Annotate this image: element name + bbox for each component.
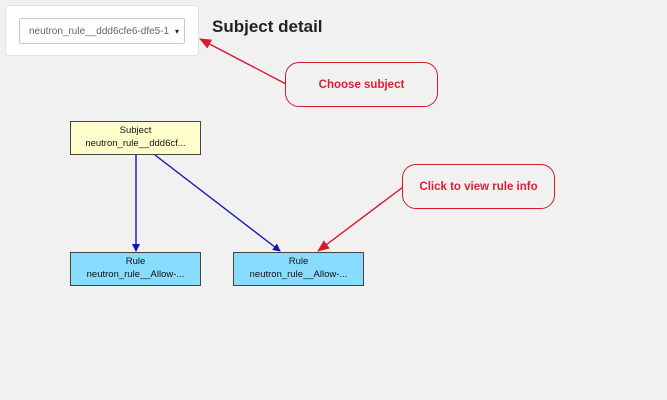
subject-select-value: neutron_rule__ddd6cfe6-dfe5-1 [29,25,170,37]
callout-choose-subject: Choose subject [285,62,438,107]
callout-view-rule-info: Click to view rule info [402,164,555,209]
rule-node-type: Rule [125,256,146,267]
rule-node-type: Rule [288,256,309,267]
chevron-down-icon: ▾ [174,26,179,36]
subject-node-name: neutron_rule__ddd6cf... [85,138,186,149]
rule-node-name: neutron_rule__Allow-... [249,269,348,280]
pointer-arrow-choose-subject [199,38,287,85]
page-title: Subject detail [212,17,323,36]
edge-subject-rule-2 [154,154,281,252]
rule-node[interactable]: Rule neutron_rule__Allow-... [233,252,364,286]
rule-node[interactable]: Rule neutron_rule__Allow-... [70,252,201,286]
subject-selector-panel: neutron_rule__ddd6cfe6-dfe5-1 ▾ [5,5,199,56]
pointer-arrow-rule-info [317,186,404,252]
subject-node-type: Subject [119,125,152,136]
subject-select[interactable]: neutron_rule__ddd6cfe6-dfe5-1 ▾ [19,18,185,44]
subject-node[interactable]: Subject neutron_rule__ddd6cf... [70,121,201,155]
rule-node-name: neutron_rule__Allow-... [86,269,185,280]
